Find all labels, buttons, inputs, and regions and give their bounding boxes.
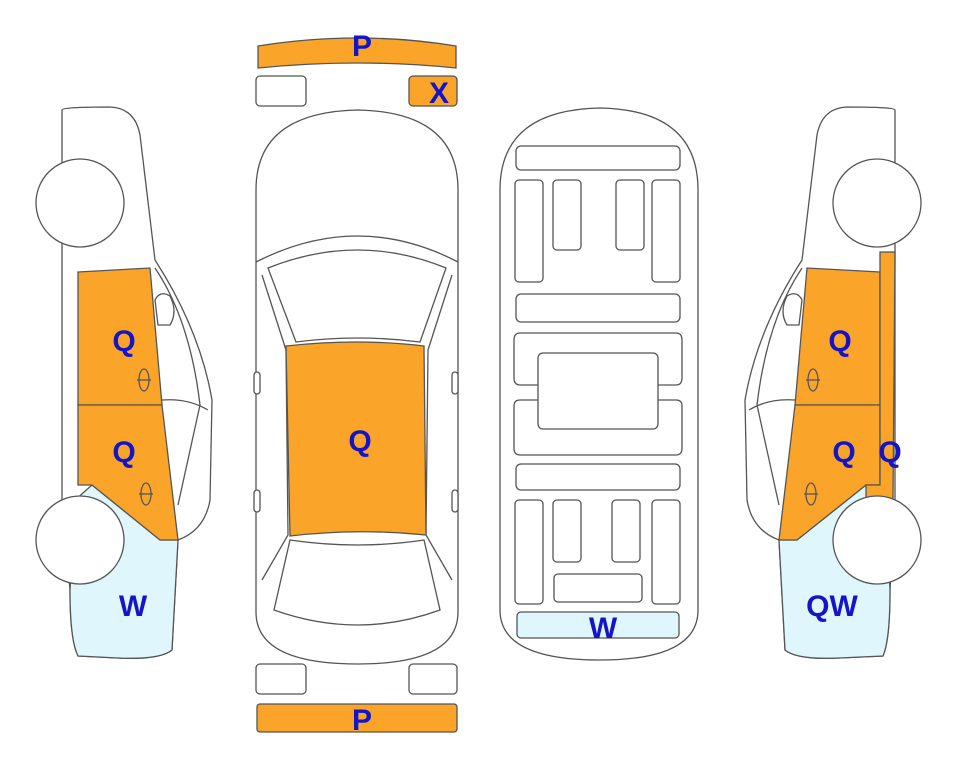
- left-rear-wheel: [35, 495, 125, 585]
- underbody-rear-right-block: [611, 499, 641, 563]
- hood-line: [255, 235, 459, 263]
- underbody-rear-panel-label: W: [589, 612, 618, 645]
- left-front-lamp: [255, 75, 307, 107]
- underbody-rear-tank: [553, 573, 643, 603]
- right-rear-lamp: [408, 663, 458, 695]
- left-handle-top: [253, 489, 261, 513]
- left-a-pillar: [261, 274, 289, 581]
- underbody-center-plate: [537, 352, 659, 430]
- right-door-handle-front: [806, 368, 820, 392]
- left-front-door-label: Q: [112, 325, 135, 358]
- left-rear-fender-label: W: [119, 590, 148, 623]
- top-view: P X Q P: [253, 30, 459, 737]
- left-rear-door-label: Q: [112, 436, 135, 469]
- right-mirror: [782, 293, 803, 326]
- underbody-rear-left-block: [552, 499, 582, 563]
- underbody-crossmember-front: [515, 293, 681, 323]
- right-front-lamp-label: X: [429, 77, 449, 110]
- left-rear-door-panel: [77, 404, 179, 541]
- underbody-crossmember-rear: [515, 463, 681, 491]
- front-bumper-label: P: [352, 30, 372, 63]
- underbody-rear-left-rail: [514, 499, 544, 605]
- right-a-pillar: [425, 274, 453, 581]
- underbody-front-left-block: [552, 179, 582, 251]
- rear-window-outline: [273, 539, 441, 626]
- windshield-outline: [267, 249, 447, 343]
- right-door-handle-rear: [804, 482, 818, 506]
- right-front-lamp-panel: [408, 75, 458, 107]
- right-window-line: [748, 399, 796, 411]
- right-front-wheel: [832, 158, 922, 248]
- left-mirror-top: [253, 371, 261, 395]
- underbody-front-right-rail: [651, 179, 681, 283]
- right-handle-top: [451, 489, 459, 513]
- right-rear-door-label: Q: [832, 436, 855, 469]
- left-door-handle-front: [137, 368, 151, 392]
- roof-label: Q: [348, 425, 371, 458]
- underbody-rear-panel: [516, 611, 680, 639]
- right-side-view: Q Q Q QW: [744, 106, 922, 659]
- right-rear-fender-label: QW: [806, 590, 858, 623]
- left-rear-lamp: [255, 663, 307, 695]
- left-mirror: [154, 293, 175, 326]
- underbody-rear-right-rail: [651, 499, 681, 605]
- left-front-wheel: [35, 158, 125, 248]
- right-front-door-label: Q: [828, 325, 851, 358]
- underbody-view: W: [499, 107, 699, 661]
- left-window-line: [161, 399, 209, 411]
- rear-bumper-panel: [256, 703, 458, 733]
- underbody-front-right-block: [615, 179, 645, 251]
- left-windshield: [154, 267, 201, 506]
- front-bumper-panel: [257, 37, 457, 69]
- roof-panel: [285, 341, 427, 537]
- rear-bumper-label: P: [352, 704, 372, 737]
- left-door-handle-rear: [139, 482, 153, 506]
- underbody-front-bar: [515, 145, 681, 171]
- right-pillar-label: Q: [878, 436, 901, 469]
- right-rear-wheel: [832, 495, 922, 585]
- right-windshield: [756, 267, 803, 506]
- underbody-front-left-rail: [514, 179, 544, 283]
- right-mirror-top: [451, 371, 459, 395]
- left-side-view: Q Q W: [35, 106, 213, 659]
